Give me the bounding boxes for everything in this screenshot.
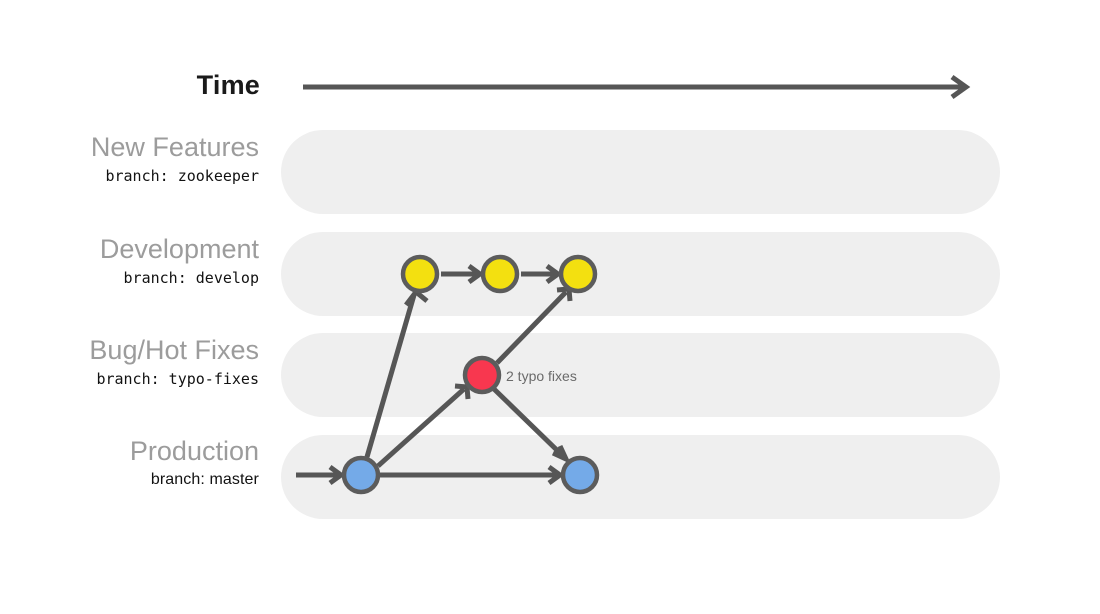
commit-node-d1[interactable] bbox=[400, 254, 440, 294]
row-title-new-features: New Features bbox=[90, 132, 259, 162]
edge-m1-f1 bbox=[376, 383, 471, 468]
edge-inbound-master bbox=[296, 464, 346, 486]
row-title-production: Production bbox=[129, 436, 259, 466]
row-label-production: Production branch: master bbox=[0, 435, 259, 491]
row-title-bug-hot-fixes: Bug/Hot Fixes bbox=[89, 335, 259, 365]
edge-f1-m2 bbox=[492, 387, 572, 465]
edge-f1-d3 bbox=[495, 286, 573, 365]
commit-node-d3[interactable] bbox=[558, 254, 598, 294]
row-label-development: Development branch: develop bbox=[0, 233, 259, 289]
row-branch-development: branch: develop bbox=[123, 269, 259, 287]
edge-d1-d2 bbox=[441, 263, 485, 285]
commit-node-typo-fixes[interactable] bbox=[462, 355, 502, 395]
edge-m1-m2 bbox=[380, 464, 565, 486]
commit-node-master-2[interactable] bbox=[560, 455, 600, 495]
row-branch-production: branch: master bbox=[150, 471, 259, 488]
row-branch-new-features: branch: zookeeper bbox=[105, 167, 259, 185]
time-arrow-icon bbox=[303, 74, 971, 100]
commit-node-d2[interactable] bbox=[480, 254, 520, 294]
edge-d2-d3 bbox=[521, 263, 563, 285]
time-axis-label: Time bbox=[196, 70, 260, 100]
lane-new-features bbox=[281, 130, 1000, 214]
row-label-bug-hot-fixes: Bug/Hot Fixes branch: typo-fixes bbox=[0, 334, 259, 390]
row-title-development: Development bbox=[99, 234, 259, 264]
typo-fixes-note: 2 typo fixes bbox=[506, 368, 577, 384]
row-branch-bug-hot-fixes: branch: typo-fixes bbox=[96, 370, 259, 388]
commit-node-master-1[interactable] bbox=[341, 455, 381, 495]
row-label-new-features: New Features branch: zookeeper bbox=[0, 131, 259, 187]
